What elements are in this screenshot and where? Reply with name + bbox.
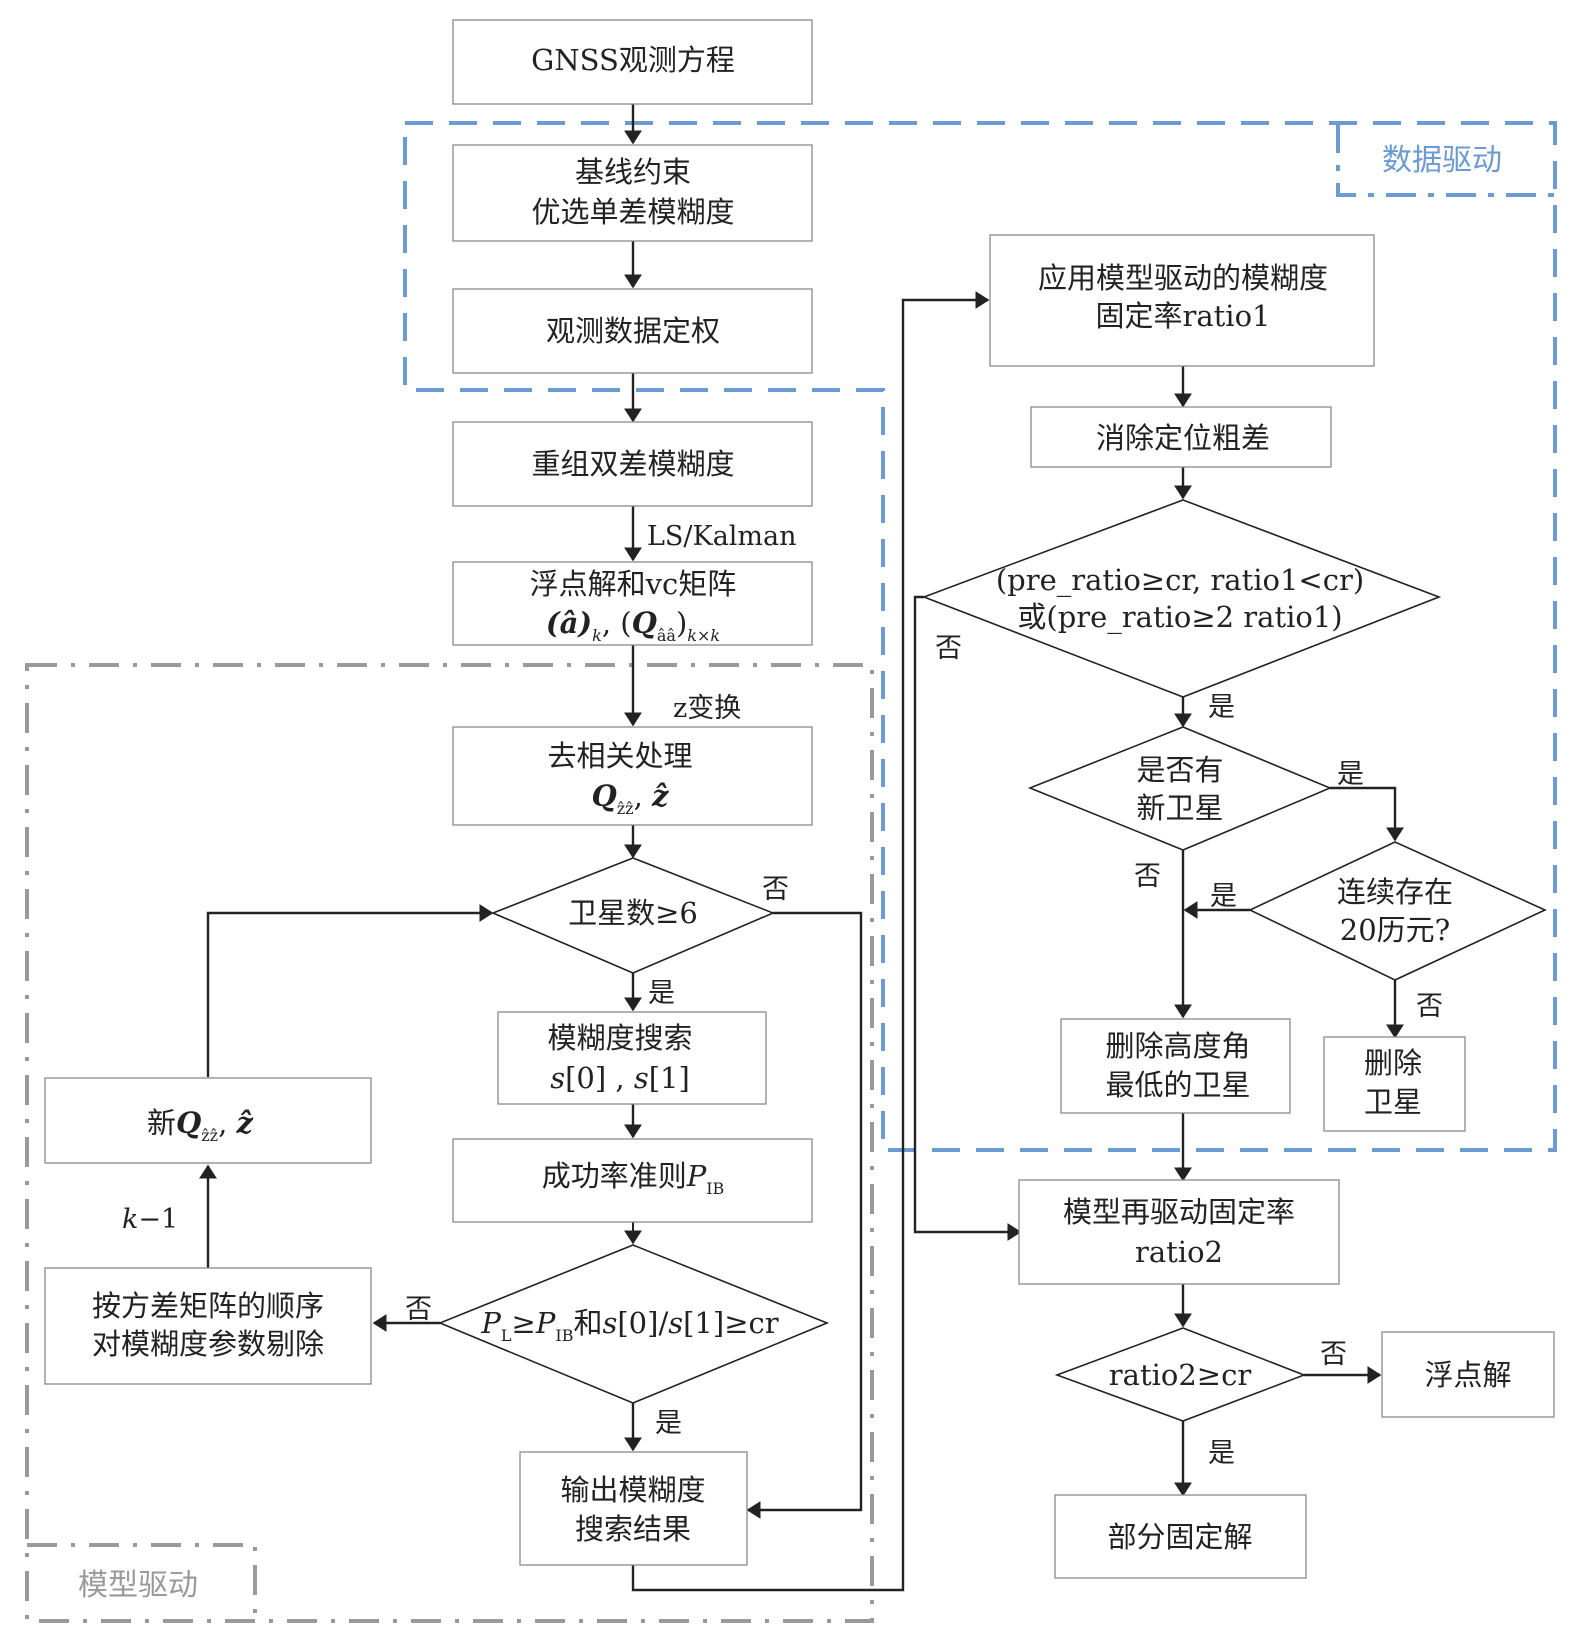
node-ratio-check[interactable]: (pre_ratio≥cr, ratio1<cr) 或(pre_ratio≥2 … xyxy=(921,499,1442,698)
node-epochs-check[interactable]: 连续存在 20历元? xyxy=(1248,841,1547,981)
node-apply-model-driven[interactable]: 应用模型驱动的模糊度 固定率ratio1 xyxy=(989,234,1375,367)
connectors-right xyxy=(913,366,1404,1497)
node-success-rate[interactable]: 成功率准则PIB xyxy=(452,1138,813,1223)
node-baseline-constraint[interactable]: 基线约束 优选单差模糊度 xyxy=(452,144,813,242)
node-text: 或(pre_ratio≥2 ratio1) xyxy=(1017,600,1342,635)
node-text: 20历元? xyxy=(1340,913,1450,947)
node-text: 浮点解和vc矩阵 xyxy=(530,567,737,601)
label-yes: 是 xyxy=(1208,1438,1235,1469)
node-data-weighting[interactable]: 观测数据定权 xyxy=(452,288,813,374)
label-no: 否 xyxy=(762,874,789,905)
node-formula: s[0] , s[1] xyxy=(550,1061,690,1095)
node-text: 观测数据定权 xyxy=(546,314,720,348)
label-yes: 是 xyxy=(1337,759,1364,790)
node-text: 删除高度角 xyxy=(1105,1029,1250,1063)
node-text: 连续存在 xyxy=(1337,875,1453,909)
node-text: 新卫星 xyxy=(1136,791,1223,825)
node-text: 应用模型驱动的模糊度 xyxy=(1038,261,1328,295)
node-text: 卫星 xyxy=(1364,1085,1422,1119)
label-ls-kalman: LS/Kalman xyxy=(647,521,797,552)
node-text: 部分固定解 xyxy=(1107,1520,1252,1554)
label-yes: 是 xyxy=(1208,692,1235,723)
node-text: 删除 xyxy=(1364,1046,1422,1080)
node-text: 对模糊度参数剔除 xyxy=(92,1327,324,1361)
label-yes: 是 xyxy=(655,1408,682,1439)
arrow-newsat-yes xyxy=(1330,786,1404,842)
node-text: (pre_ratio≥cr, ratio1<cr) xyxy=(996,563,1364,598)
node-model-redrive[interactable]: 模型再驱动固定率 ratio2 xyxy=(1018,1179,1340,1285)
label-no: 否 xyxy=(1320,1339,1347,1370)
node-text: 消除定位粗差 xyxy=(1096,421,1270,455)
label-k-minus-1: k−1 xyxy=(122,1204,178,1235)
node-text: 最低的卫星 xyxy=(1105,1068,1250,1102)
label-no: 否 xyxy=(1134,861,1161,892)
arrow-ratiocheck-no xyxy=(913,595,1022,1241)
node-text: 搜索结果 xyxy=(575,1512,691,1546)
node-remove-outlier[interactable]: 消除定位粗差 xyxy=(1030,406,1332,468)
node-decorrelation[interactable]: 去相关处理 Qẑẑ, ẑ xyxy=(452,726,813,826)
arrow-newq-to-satcheck xyxy=(206,904,494,1077)
node-ratio2-check[interactable]: ratio2≥cr xyxy=(1054,1327,1307,1422)
node-float-solution-result[interactable]: 浮点解 xyxy=(1381,1331,1555,1418)
model-driven-region: 模型驱动 xyxy=(25,663,874,1623)
model-driven-border xyxy=(25,663,874,1623)
node-ambiguity-search[interactable]: 模糊度搜索 s[0] , s[1] xyxy=(497,1011,767,1105)
label-yes: 是 xyxy=(648,978,675,1009)
node-criterion-check[interactable]: PL≥PIB和s[0]/s[1]≥cr xyxy=(437,1244,830,1404)
data-driven-tag-border xyxy=(1336,123,1555,197)
node-text: 去相关处理 xyxy=(547,739,692,773)
node-satellite-count-check[interactable]: 卫星数≥6 xyxy=(490,857,776,974)
model-driven-label: 模型驱动 xyxy=(78,1568,198,1603)
node-output-search-result[interactable]: 输出模糊度 搜索结果 xyxy=(519,1451,748,1566)
node-text: 输出模糊度 xyxy=(560,1473,705,1507)
node-text: 基线约束 xyxy=(575,155,691,189)
node-formula: 新Qẑẑ, ẑ xyxy=(147,1106,254,1145)
node-delete-satellite[interactable]: 删除 卫星 xyxy=(1323,1036,1466,1132)
arrow-satcheck-no xyxy=(746,911,863,1519)
node-text: 按方差矩阵的顺序 xyxy=(92,1289,324,1323)
label-no: 否 xyxy=(1416,991,1443,1022)
node-formula: (â)k, (Qââ)k×k xyxy=(546,606,720,645)
node-text: 成功率准则PIB xyxy=(542,1159,725,1198)
node-text: 模糊度搜索 xyxy=(547,1021,692,1055)
label-no: 否 xyxy=(935,633,962,664)
node-text: 模型再驱动固定率 xyxy=(1063,1195,1295,1229)
node-delete-lowest-elevation[interactable]: 删除高度角 最低的卫星 xyxy=(1060,1018,1291,1114)
node-text: 浮点解 xyxy=(1424,1358,1511,1392)
node-text: PL≥PIB和s[0]/s[1]≥cr xyxy=(480,1306,778,1345)
label-z-transform: z变换 xyxy=(673,693,741,724)
data-driven-label: 数据驱动 xyxy=(1382,143,1502,178)
node-text: 是否有 xyxy=(1136,753,1223,787)
node-text: 固定率ratio1 xyxy=(1096,299,1271,333)
node-text: GNSS观测方程 xyxy=(531,43,735,77)
node-regroup-dd-ambiguity[interactable]: 重组双差模糊度 xyxy=(452,421,813,507)
node-text: 重组双差模糊度 xyxy=(531,447,734,481)
model-driven-tag-border xyxy=(27,1543,257,1621)
node-partial-fixed-solution[interactable]: 部分固定解 xyxy=(1054,1494,1307,1579)
node-formula: Qẑẑ, ẑ xyxy=(591,779,669,818)
data-driven-border xyxy=(403,121,1557,1152)
node-text: 优选单差模糊度 xyxy=(531,195,734,229)
node-text: ratio2≥cr xyxy=(1109,1358,1252,1392)
node-text: ratio2 xyxy=(1135,1235,1223,1269)
node-new-satellite-check[interactable]: 是否有 新卫星 xyxy=(1027,726,1333,851)
node-eliminate-ambiguity[interactable]: 按方差矩阵的顺序 对模糊度参数剔除 xyxy=(44,1267,372,1385)
arrow-output-to-apply xyxy=(631,291,990,1592)
node-float-solution[interactable]: 浮点解和vc矩阵 (â)k, (Qââ)k×k xyxy=(452,561,813,646)
connectors xyxy=(199,104,990,1592)
node-new-q[interactable]: 新Qẑẑ, ẑ xyxy=(44,1077,372,1164)
node-gnss-equation[interactable]: GNSS观测方程 xyxy=(452,19,813,105)
label-yes: 是 xyxy=(1210,881,1237,912)
node-text: 卫星数≥6 xyxy=(568,896,698,930)
label-no: 否 xyxy=(405,1294,432,1325)
data-driven-region: 数据驱动 xyxy=(403,121,1557,1152)
